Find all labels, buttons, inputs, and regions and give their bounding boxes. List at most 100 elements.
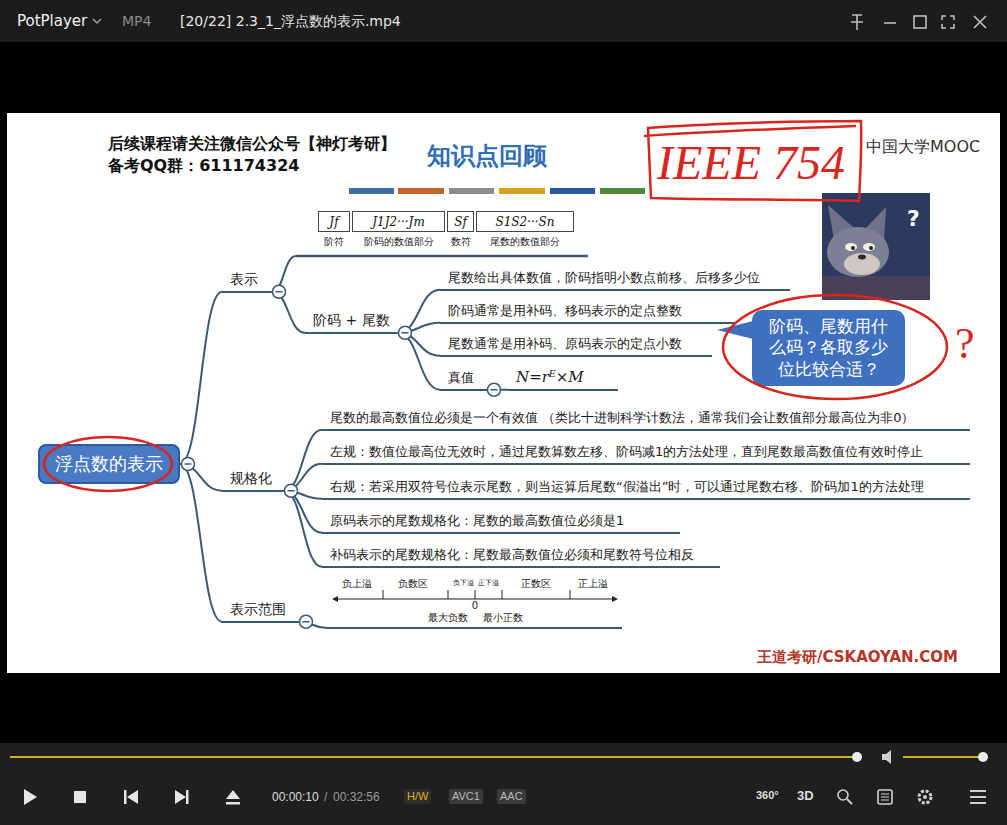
leaf-topic: 尾数的最高数值位必须是一个有效值 （类比十进制科学计数法，通常我们会让数值部分最… [322,407,970,431]
cat-muzzle [844,253,880,275]
topic-text: 阶码通常是用补码、移码表示的定点整数 [448,302,682,320]
leaf-topic: 补码表示的尾数规格化：尾数最高数值位必须和尾数符号位相反 [322,544,720,568]
topic-text: 表示 [230,270,258,289]
boundary-tick [570,590,571,599]
handwritten-question-mark: ? [955,318,975,371]
time-separator: / [324,790,327,804]
vr-button: 360° [756,789,779,802]
branch-connector [284,491,322,567]
collapse-circle [300,615,313,628]
field-symbol: Jf [329,215,338,229]
collapse-mark [488,383,501,396]
app-name: PotPlayer [17,12,87,30]
decoder-badge: H/W [404,789,431,804]
seek-knob [852,752,862,762]
format-field: S1S2···Sn 尾数的数值部分 [476,211,574,251]
picture-ground [822,193,930,300]
eject-icon [226,802,240,805]
field-caption: 尾数的数值部分 [490,235,560,249]
settings-icon [919,791,931,803]
stop-icon [74,791,86,803]
formula-topic: N=rᴱ×M [508,367,618,391]
color-bar [600,188,645,194]
file-title: [20/22] 2.3_1_浮点数的表示.mp4 [180,13,401,30]
branch-connector [284,430,322,491]
leaf-topic: 原码表示的尾数规格化：尾数的最高数值位必须是1 [322,510,680,534]
control-bar [0,743,1007,825]
codec-badge: AVC1 [449,789,483,804]
collapse-mark [300,615,313,628]
menu-icon [970,791,986,803]
volume-bar [903,756,983,758]
topic-text: 尾数的最高数值位必须是一个有效值 （类比十进制科学计数法，通常我们会让数值部分最… [330,409,914,427]
cat-eye [845,243,857,251]
branch-topic: 阶码 + 尾数 [305,310,398,334]
branch-topic: 真值 [440,367,487,391]
collapse-minus [402,332,409,334]
close-icon [974,16,986,28]
root-topic: 浮点数的表示 [38,444,180,484]
field-symbol: S1S2···Sn [495,215,554,229]
field-symbol: Sf [454,215,467,229]
3d-button: 3D [797,788,814,804]
maximize-icon [914,16,926,28]
topic-text: 浮点数的表示 [55,452,163,476]
callout-text: 阶码、尾数用什么码？各取多少位比较合适？ [764,316,893,380]
minimize-icon [884,22,896,24]
collapse-circle [399,326,412,339]
field-box-outline: J1J2···Jm [352,211,445,232]
formula-text: N=rᴱ×M [516,367,584,387]
next-icon [175,790,186,804]
pin-icon [851,15,863,30]
collapse-mark [399,326,412,339]
playlist-icon [878,790,892,804]
collapse-minus [288,490,295,492]
field-box-outline: Jf [318,211,350,232]
next-icon [186,790,189,804]
previous-icon [127,790,138,804]
cat-picture [822,193,930,300]
codec-badge: AAC [497,789,526,804]
field-caption: 阶符 [324,235,344,249]
branch-topic: 规格化 [222,468,284,492]
title-bar [0,0,1007,42]
number-line-panel: 负上溢负数区负下溢正下溢正数区正上溢0最大负数最小正数 [326,577,622,629]
picture-table [822,276,930,300]
range-label: 负上溢 [342,578,372,589]
time-current: 00:00:10 [272,790,319,804]
color-bar [349,188,394,194]
play-icon [24,789,37,805]
topic-text: 尾数给出具体数值，阶码指明小数点前移、后移多少位 [448,269,760,287]
cat-nose [858,255,866,260]
cat-pupil [869,246,873,250]
boundary-tick [475,590,476,599]
axis-arrow [612,596,618,602]
seek-bar [10,756,857,758]
branch-connector [180,464,222,622]
leaf-topic: 右规：若采用双符号位表示尾数，则当运算后尾数“假溢出”时，可以通过尾数右移、阶码… [322,476,970,500]
field-symbol: J1J2···Jm [372,215,425,229]
topic-text: 左规：数值位最高位无效时，通过尾数算数左移、阶码减1的方法处理，直到尾数最高数值… [330,443,923,461]
range-label: 正数区 [521,578,551,589]
collapse-mark [285,484,298,497]
search-icon [838,790,848,800]
red-box-annotation [644,121,861,201]
range-label: 负数区 [398,578,428,589]
previous-icon [124,790,127,804]
color-bar [499,188,545,194]
leaf-topic: 尾数给出具体数值，阶码指明小数点前移、后移多少位 [440,267,790,291]
red-circle-annotation [723,295,947,399]
field-caption: 数符 [451,235,471,249]
time-total: 00:32:56 [333,790,380,804]
watermark: 王道考研/CSKAOYAN.COM [757,648,958,666]
topic-text: 补码表示的尾数规格化：尾数最高数值位必须和尾数符号位相反 [330,546,694,564]
format-field: Sf 数符 [447,211,474,251]
volume-knob [978,752,988,762]
range-label: 正下溢 [478,580,499,588]
collapse-circle [488,383,501,396]
question-mark: ? [907,206,920,232]
collapse-minus [276,291,283,293]
topic-text: 右规：若采用双符号位表示尾数，则当运算后尾数“假溢出”时，可以通过尾数右移、阶码… [330,478,924,496]
range-label: 最大负数 [428,612,468,623]
menu-chevron [93,19,101,23]
